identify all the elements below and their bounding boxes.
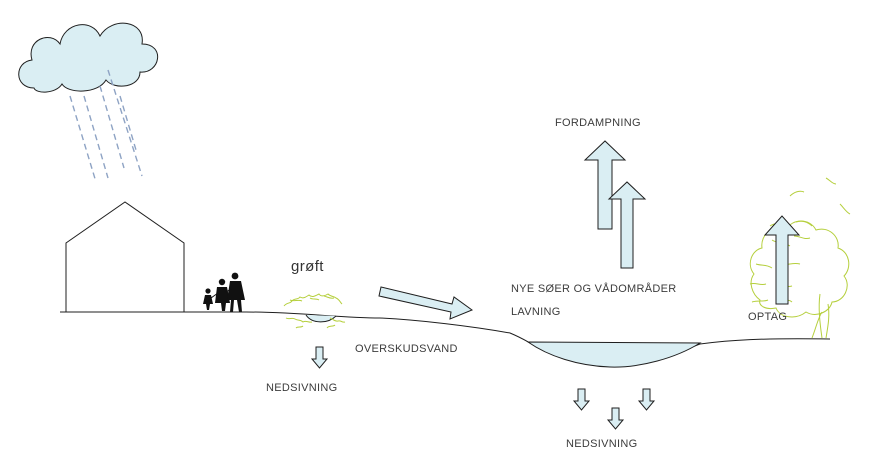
- infiltration-arrow-right-1: [572, 388, 591, 411]
- overflow-arrow: [378, 286, 474, 320]
- overflow-label: OVERSKUDSVAND: [355, 343, 458, 355]
- ditch-label: grøft: [291, 258, 324, 275]
- family-icon: [203, 272, 245, 312]
- ground-line: [60, 311, 831, 364]
- evaporation-label: FORDAMPNING: [555, 117, 641, 129]
- infiltration-arrow-right-3: [637, 388, 656, 411]
- ditch: [305, 314, 337, 323]
- evaporation-arrow-right: [607, 181, 647, 269]
- depression-label: LAVNING: [511, 306, 561, 318]
- bush-icon: [283, 293, 346, 329]
- evaporation-arrow-left: [583, 140, 627, 230]
- new-lakes-label: NYE SØER OG VÅDOMRÅDER: [511, 283, 677, 295]
- cloud-icon: [18, 22, 159, 93]
- infiltration-left-label: NEDSIVNING: [266, 382, 338, 394]
- house-icon: [65, 201, 185, 312]
- lake: [526, 341, 702, 368]
- infiltration-right-label: NEDSIVNING: [566, 438, 638, 450]
- rain-icon: [69, 69, 143, 183]
- uptake-arrow: [763, 215, 801, 305]
- infiltration-arrow-right-2: [606, 407, 625, 430]
- infiltration-arrow-left: [310, 346, 329, 369]
- uptake-label: OPTAG: [748, 311, 788, 323]
